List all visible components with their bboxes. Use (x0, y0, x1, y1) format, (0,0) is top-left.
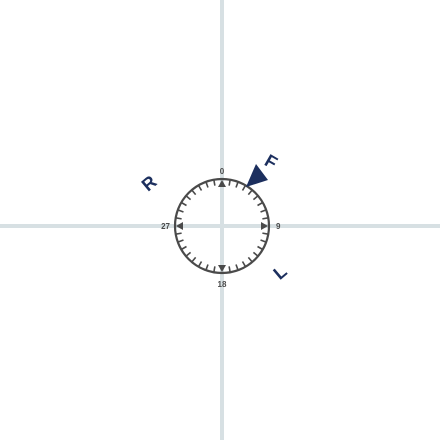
dial-tick (180, 201, 187, 207)
dial-tick (262, 232, 269, 235)
dial-tick (260, 239, 267, 243)
dial-tick (185, 195, 192, 201)
dial-tick (177, 209, 184, 213)
dial-tick (197, 184, 203, 191)
dial-tick (175, 217, 182, 220)
dial-tick (177, 239, 184, 243)
dial-tick (252, 195, 259, 201)
dial-tick (252, 251, 259, 257)
dial-tick (241, 184, 247, 191)
dial-tick (175, 232, 182, 235)
dial-tick (260, 209, 267, 213)
north-pointer-icon (218, 180, 226, 187)
wind-letter-front: F (261, 150, 281, 173)
heading-marker-icon[interactable] (246, 164, 268, 187)
dial-tick (228, 266, 231, 273)
dial-tick (235, 264, 239, 271)
dial-label-south: 18 (218, 280, 227, 289)
dial-tick (191, 256, 197, 263)
dial-tick (247, 256, 253, 263)
dial-tick (180, 245, 187, 251)
dial-tick (235, 181, 239, 188)
dial-tick (191, 189, 197, 196)
dial-label-north: 0 (220, 167, 225, 176)
west-pointer-icon (176, 222, 183, 230)
dial-tick (241, 261, 247, 268)
dial-ticks (175, 179, 269, 273)
dial-tick (257, 245, 264, 251)
dial-tick (185, 251, 192, 257)
dial-tick (262, 217, 269, 220)
wind-letter-right: R (138, 172, 161, 196)
dial-tick (205, 264, 209, 271)
east-pointer-icon (261, 222, 268, 230)
dial-label-east: 9 (276, 222, 281, 231)
dial-label-west: 27 (161, 222, 170, 231)
dial-tick (205, 181, 209, 188)
wind-letter-left: L (270, 261, 291, 283)
dial-ring (173, 177, 271, 275)
south-pointer-icon (218, 265, 226, 272)
dial-tick (247, 189, 253, 196)
dial-tick (257, 201, 264, 207)
dial-tick (197, 261, 203, 268)
dial-tick (228, 179, 231, 186)
compass-dial[interactable]: 0 9 18 27 (161, 167, 281, 289)
dial-tick (213, 179, 216, 186)
dial-tick (213, 266, 216, 273)
